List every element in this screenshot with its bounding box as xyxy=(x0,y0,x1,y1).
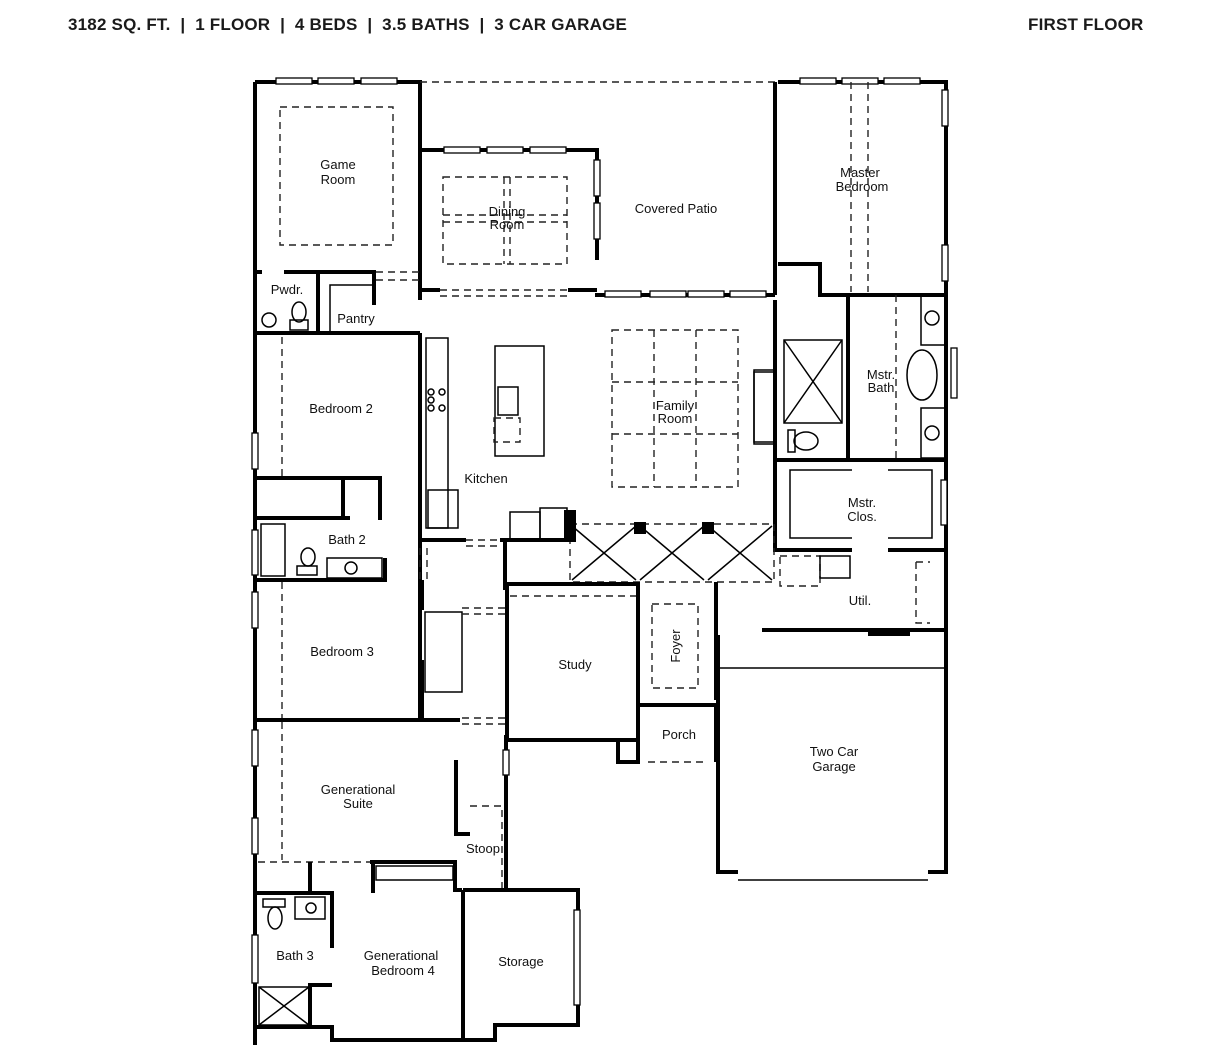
two-car-garage: Two Car Garage xyxy=(716,632,948,881)
study-label: Study xyxy=(558,657,592,672)
covered-patio: Covered Patio xyxy=(420,81,777,298)
porch: Porch xyxy=(616,703,718,764)
master-bath-label-2: Bath xyxy=(868,380,895,395)
master-closet-label: Mstr. xyxy=(848,495,876,510)
master-bath-label: Mstr. xyxy=(867,367,895,382)
foyer: Foyer xyxy=(651,582,718,700)
generational-suite: Generational Suite xyxy=(251,722,510,890)
game-room-label-2: Room xyxy=(321,172,356,187)
kitchen-label: Kitchen xyxy=(464,471,507,486)
master-bedroom: Master Bedroom xyxy=(778,77,949,297)
master-closet-label-2: Clos. xyxy=(847,509,877,524)
floor-label: FIRST FLOOR xyxy=(1028,15,1144,34)
stoop-label: Stoop xyxy=(466,841,500,856)
storage-label: Storage xyxy=(498,954,544,969)
master-closet: Mstr. Clos. xyxy=(773,460,948,552)
bath-3: Bath 3 xyxy=(251,862,334,1026)
generational-bedroom-4: Generational Bedroom 4 xyxy=(255,860,465,1042)
gallery xyxy=(420,507,775,583)
garage-label-2: Garage xyxy=(812,759,855,774)
covered-patio-label: Covered Patio xyxy=(635,201,717,216)
powder-room: Pwdr. xyxy=(255,270,420,335)
dining-room-label: Dining xyxy=(489,204,526,219)
bath-2-label: Bath 2 xyxy=(328,532,366,547)
storage: Storage xyxy=(463,888,581,1042)
family-room-label: Family xyxy=(656,398,695,413)
master-bath: Mstr. Bath xyxy=(753,294,958,462)
dining-room-label-2: Room xyxy=(490,217,525,232)
bedroom-3-label: Bedroom 3 xyxy=(310,644,374,659)
powder-label: Pwdr. xyxy=(271,282,304,297)
plan-summary: 3182 SQ. FT. | 1 FLOOR | 4 BEDS | 3.5 BA… xyxy=(68,15,628,34)
porch-label: Porch xyxy=(662,727,696,742)
utility-label: Util. xyxy=(849,593,871,608)
generational-suite-label-2: Suite xyxy=(343,796,373,811)
master-bedroom-label: Master xyxy=(840,165,880,180)
central-hall-walls xyxy=(418,539,507,720)
pantry: Pantry xyxy=(329,272,376,332)
master-bedroom-label-2: Bedroom xyxy=(836,179,889,194)
bath-2: Bath 2 xyxy=(251,476,387,582)
family-room-label-2: Room xyxy=(658,411,693,426)
generational-bedroom-4-label: Generational xyxy=(364,948,439,963)
bath-3-label: Bath 3 xyxy=(276,948,314,963)
foyer-label: Foyer xyxy=(668,629,683,663)
bedroom-3: Bedroom 3 xyxy=(251,580,505,725)
game-room-label: Game xyxy=(320,157,355,172)
kitchen: Kitchen xyxy=(418,333,545,540)
bedroom-2: Bedroom 2 xyxy=(251,335,373,1045)
garage-label: Two Car xyxy=(810,744,859,759)
pantry-label: Pantry xyxy=(337,311,375,326)
generational-bedroom-4-label-2: Bedroom 4 xyxy=(371,963,435,978)
stoop: Stoop xyxy=(466,805,505,888)
dining-room: Dining Room xyxy=(420,146,601,297)
family-room: Family Room xyxy=(611,329,777,488)
utility-room: Util. xyxy=(762,550,948,636)
bedroom-2-label: Bedroom 2 xyxy=(309,401,373,416)
generational-suite-label: Generational xyxy=(321,782,396,797)
study: Study xyxy=(505,582,640,742)
